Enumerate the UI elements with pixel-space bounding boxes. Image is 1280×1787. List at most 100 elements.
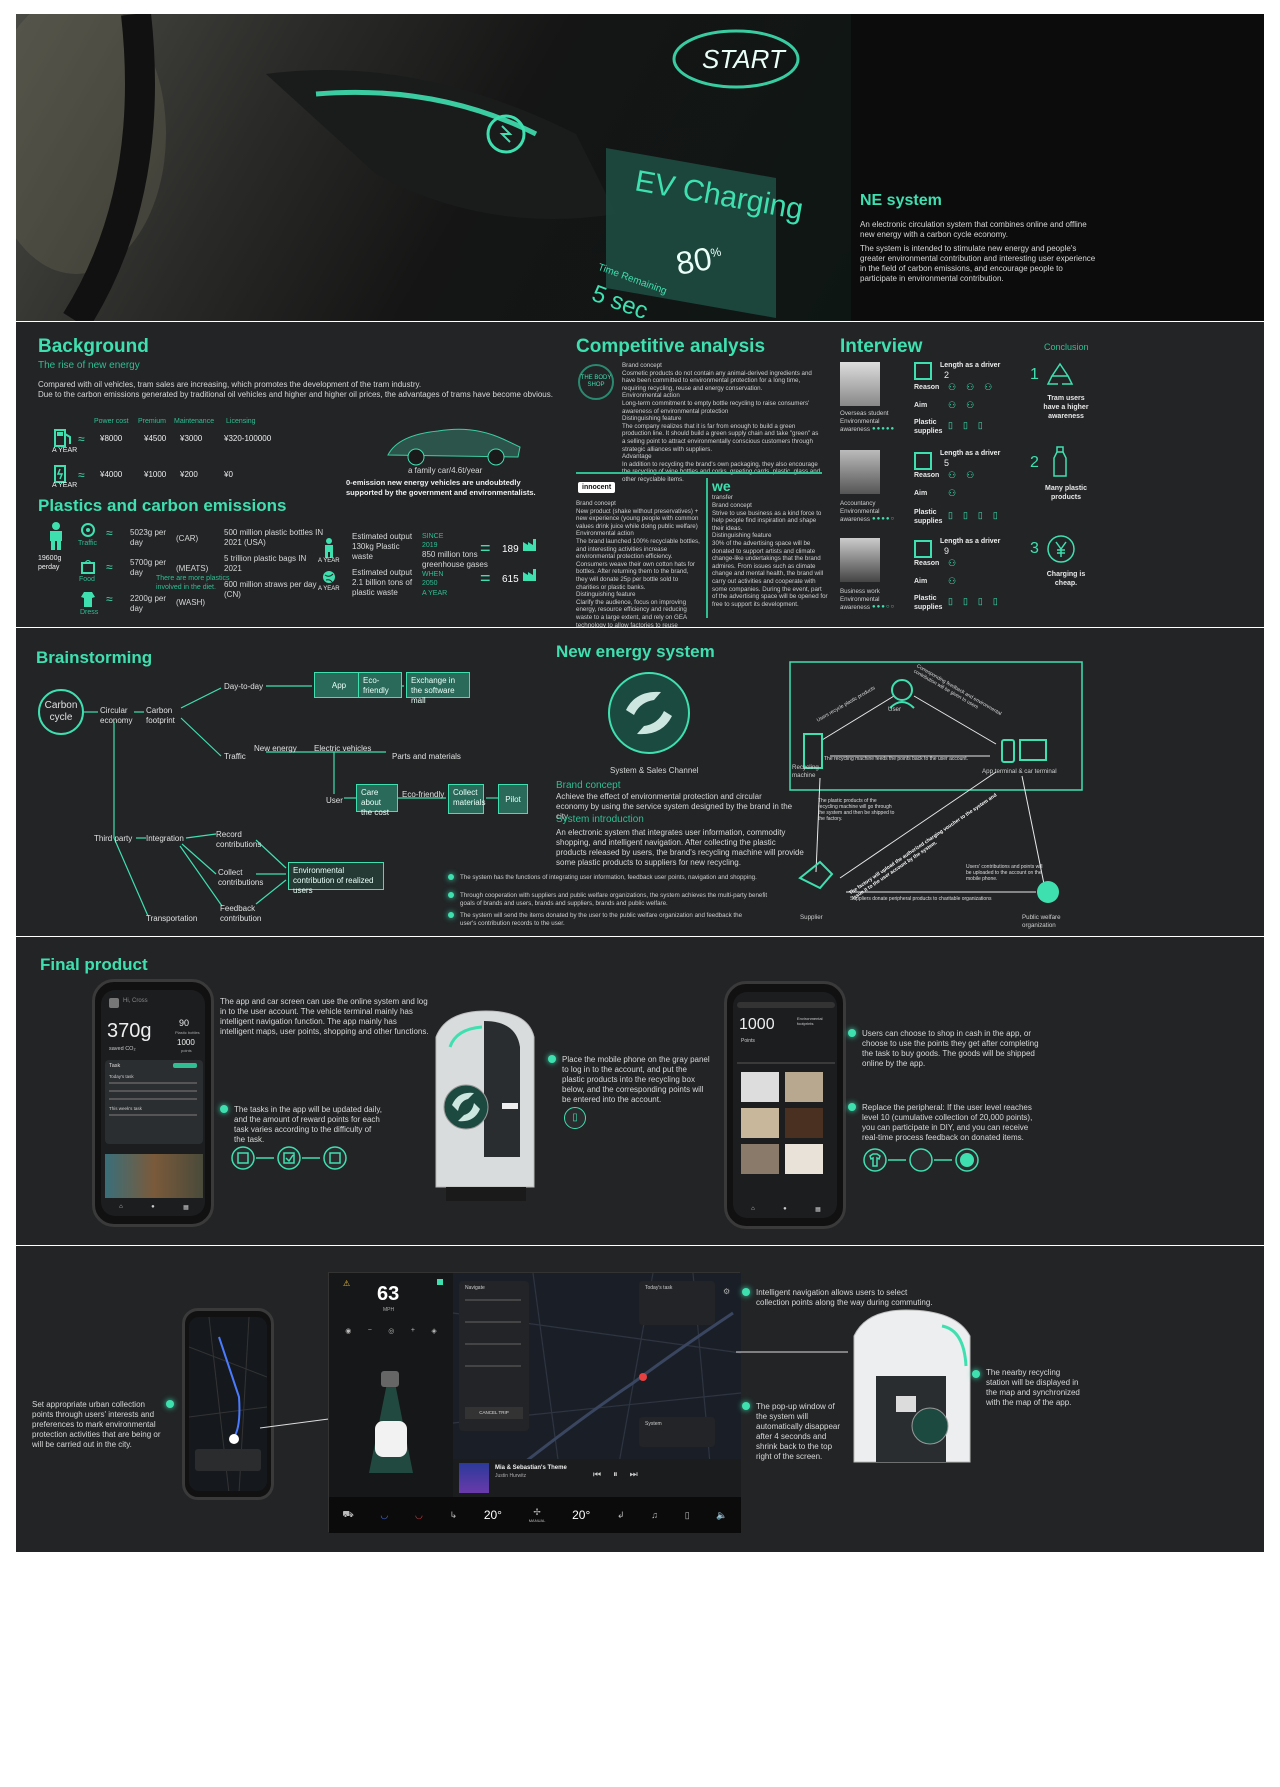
person-icon: [322, 538, 336, 563]
product-item[interactable]: [741, 1108, 779, 1138]
brand-logo-icon: [606, 670, 692, 761]
food-tag: (MEATS): [176, 564, 209, 573]
dress-tag: (WASH): [176, 598, 206, 607]
media-controls[interactable]: ⏮⏸⏭: [593, 1469, 650, 1479]
text-3: Place the mobile phone on the gray panel…: [562, 1055, 710, 1104]
approx-icon: ≈: [106, 526, 113, 540]
seat-icon[interactable]: ↲: [616, 1509, 625, 1520]
conclusion-text: Tram users have a higher awareness: [1043, 395, 1089, 420]
note-bags: 5 trillion plastic bags IN 2021: [224, 554, 307, 573]
recommend-images: [105, 1154, 203, 1198]
traffic-tag: (CAR): [176, 534, 199, 543]
note-bottles: 500 million plastic bottles IN 2021 (USA…: [224, 528, 324, 547]
product-item[interactable]: [785, 1072, 823, 1102]
system-popup: System: [639, 1417, 715, 1447]
bottle-icon: ▯: [564, 1107, 586, 1129]
bullet: [166, 1400, 174, 1408]
aim-icons: ⚇: [948, 488, 967, 498]
todays-task-popup: Today's task: [639, 1281, 715, 1325]
hero-section: START EV Charging 80% Time Remaining 5 s…: [16, 14, 1264, 321]
supplier-label: Supplier: [800, 914, 823, 921]
product-item[interactable]: [741, 1144, 779, 1174]
bullet: [448, 912, 454, 918]
eq2-value: 615: [502, 574, 519, 585]
final-product-section: Final product Hi, Cross 370g saved CO₂ 9…: [16, 937, 1264, 1245]
person-icon: [46, 522, 66, 555]
tab-bar[interactable]: ⌂●▦: [105, 1204, 203, 1216]
car-note: 0-emission new energy vehicles are undou…: [346, 478, 536, 497]
car-icon[interactable]: ⛟: [342, 1509, 354, 1519]
seat-icon[interactable]: ↳: [449, 1509, 458, 1520]
traffic-light-icon: [914, 540, 932, 563]
product-item[interactable]: [785, 1108, 823, 1138]
diy-flow-icons: [862, 1147, 992, 1178]
approx-icon: ≈: [106, 592, 113, 606]
task-flow-icons: [230, 1145, 350, 1171]
temp-right[interactable]: 20°: [572, 1508, 591, 1522]
avatar: [840, 362, 880, 406]
divider: [706, 478, 708, 618]
nav-text-1: Intelligent navigation allows users to s…: [756, 1288, 933, 1307]
integration-node: Integration: [146, 834, 184, 843]
daytoday-node: Day-to-day: [224, 682, 264, 691]
week-task: This week's task: [109, 1106, 142, 1111]
defrost-icon[interactable]: ◡: [380, 1509, 389, 1520]
phone-mockup: [182, 1308, 274, 1500]
collect-contrib-node: Collect contributions: [218, 868, 264, 887]
plastics-title: Plastics and carbon emissions: [38, 496, 287, 515]
wetransfer-sub: transfer: [712, 494, 733, 501]
conclusion-text: Many plastic products: [1044, 485, 1087, 501]
dress-label: Dress: [80, 609, 99, 616]
product-grid: [741, 1072, 823, 1174]
fuel-pump-icon: [52, 428, 74, 453]
nav-step: [465, 1343, 521, 1345]
avatar: [840, 450, 880, 494]
bodyshop-logo: THE BODY SHOP: [578, 364, 614, 400]
task-label: Task: [109, 1063, 121, 1069]
flow-text: Users' contributions and points will be …: [966, 864, 1043, 882]
product-item[interactable]: [785, 1144, 823, 1174]
aim-label: Aim: [914, 402, 928, 409]
music-icon[interactable]: ♫: [651, 1510, 658, 1520]
map-icon: ▦: [815, 1207, 821, 1213]
nav-step: [465, 1321, 521, 1323]
cancel-trip-button[interactable]: CANCEL TRIP: [465, 1407, 523, 1419]
shop-icon: ●: [151, 1204, 155, 1210]
phone-icon[interactable]: ▯: [684, 1509, 690, 1520]
car-screen: 63 MPH ⚠ ◉−◎+◈ Navigate CANCEL TRIP Toda…: [328, 1272, 742, 1533]
flow-text: The plastic products of the recycling ma…: [818, 798, 895, 822]
channel-caption: System & Sales Channel: [610, 766, 699, 775]
plastic-icons: ▯▯▯▯: [948, 596, 1008, 606]
user-label: User: [888, 706, 902, 713]
plastic-icons: ▯▯▯▯: [948, 510, 1008, 520]
traffic-icon: [80, 522, 96, 543]
task-toggle[interactable]: [173, 1063, 197, 1068]
percent-text: 80%: [673, 240, 723, 282]
traffic-light-icon: [914, 362, 932, 385]
settings-icon[interactable]: ⚙: [723, 1287, 731, 1296]
rear-defrost-icon[interactable]: ◡: [414, 1509, 423, 1520]
text-1: The app and car screen can use the onlin…: [220, 997, 429, 1036]
points-big: 1000: [739, 1016, 775, 1033]
quick-controls[interactable]: ◉−◎+◈: [337, 1327, 445, 1337]
fan-icon[interactable]: ✢MANUAL: [528, 1507, 546, 1523]
awareness-label: Environmental awareness: [840, 596, 880, 611]
product-item[interactable]: [741, 1072, 779, 1102]
task-card: Task Today's task This week's task: [105, 1060, 203, 1144]
bullet: [548, 1055, 556, 1063]
tab-bar[interactable]: ⌂●▦: [737, 1206, 835, 1218]
carbon-cycle-node: Carbon cycle: [44, 700, 78, 723]
flow-text: Suppliers donate peripheral products to …: [850, 896, 992, 902]
points-label: points: [181, 1048, 192, 1053]
wiper-icon: ◈: [431, 1328, 437, 1335]
navigate-label[interactable]: Navigate: [465, 1285, 485, 1291]
temp-left[interactable]: 20°: [483, 1508, 502, 1522]
bullet: [848, 1103, 856, 1111]
care-box: Care about the cost: [356, 784, 398, 817]
light-icon: ◉: [345, 1328, 352, 1335]
conclusion-number: 1: [1030, 366, 1039, 383]
person-value: 19600g perday: [38, 555, 62, 571]
search-input[interactable]: [737, 1002, 835, 1008]
nes-title: New energy system: [556, 642, 715, 661]
volume-icon[interactable]: 🔈: [716, 1509, 728, 1520]
